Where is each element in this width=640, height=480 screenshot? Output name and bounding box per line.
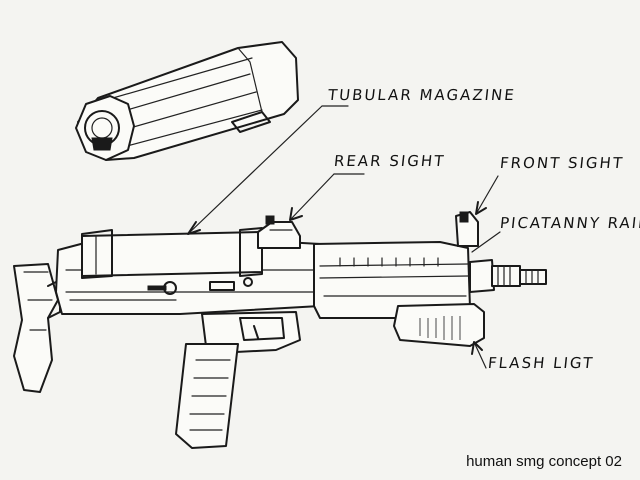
rear-sight-leader — [289, 173, 365, 221]
tubular-magazine-leader — [187, 105, 349, 235]
flash-light-leader — [473, 341, 487, 369]
front-sight-label: FRONT SIGHT — [499, 154, 625, 172]
smg-body-drawing — [13, 211, 547, 449]
tubular-magazine-label: TUBULAR MAGAZINE — [327, 86, 517, 104]
caption: human smg concept 02 — [466, 453, 622, 470]
front-sight-leader — [475, 175, 499, 215]
tubular-magazine-drawing — [75, 41, 299, 161]
picatanny-rail-leader — [471, 231, 501, 253]
rear-sight-label: REAR SIGHT — [333, 152, 447, 170]
callout-lines — [187, 105, 501, 369]
flash-light-label: FLASH LIGT — [487, 354, 596, 372]
picatanny-rail-label: PICATANNY RAIL — [499, 214, 640, 232]
